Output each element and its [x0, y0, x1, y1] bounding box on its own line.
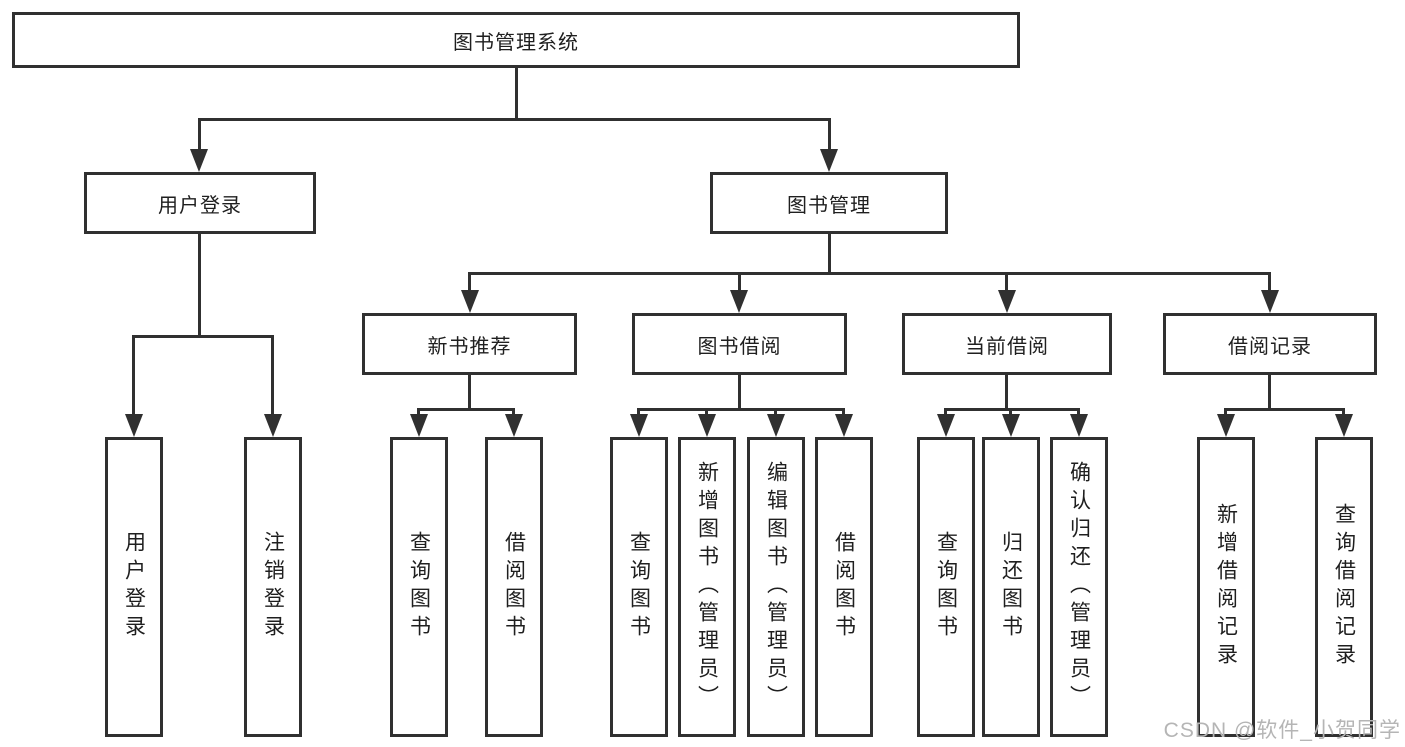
- leaf-borrow-books-recommendation: 借阅图书: [485, 437, 543, 737]
- leaf-label: 新增借阅记录: [1214, 503, 1238, 671]
- connector-stem: [512, 408, 515, 418]
- node-label: 当前借阅: [965, 335, 1049, 358]
- leaf-add-books-admin: 新增图书（管理员）: [678, 437, 736, 737]
- leaf-return-books: 归还图书: [982, 437, 1040, 737]
- arrow-down-icon: [1217, 414, 1235, 437]
- node-new-book-recommendation: 新书推荐: [362, 313, 577, 375]
- arrow-down-icon: [998, 290, 1016, 313]
- connector-stem: [1224, 408, 1227, 418]
- connector-stem: [1268, 272, 1271, 292]
- connector-stem: [468, 375, 471, 408]
- connector-bar: [944, 408, 1080, 411]
- connector-stem: [1342, 408, 1345, 418]
- arrow-down-icon: [190, 149, 208, 172]
- connector-stem: [1005, 272, 1008, 292]
- leaf-label: 查询图书: [407, 531, 431, 643]
- connector-stem: [774, 408, 777, 418]
- node-user-login: 用户登录: [84, 172, 316, 234]
- arrow-down-icon: [264, 414, 282, 437]
- arrow-down-icon: [410, 414, 428, 437]
- leaf-label: 借阅图书: [832, 531, 856, 643]
- arrow-down-icon: [1002, 414, 1020, 437]
- leaf-label: 新增图书（管理员）: [695, 461, 719, 713]
- node-label: 图书管理系统: [453, 31, 579, 54]
- arrow-down-icon: [698, 414, 716, 437]
- leaf-query-books-current: 查询图书: [917, 437, 975, 737]
- leaf-label: 查询借阅记录: [1332, 503, 1356, 671]
- leaf-borrow-books-borrowing: 借阅图书: [815, 437, 873, 737]
- connector-level2-bar: [198, 118, 831, 121]
- connector-stem: [705, 408, 708, 418]
- arrow-down-icon: [835, 414, 853, 437]
- connector-bar: [637, 408, 845, 411]
- leaf-query-borrowing-record: 查询借阅记录: [1315, 437, 1373, 737]
- node-book-borrowing: 图书借阅: [632, 313, 847, 375]
- connector-stem: [468, 272, 471, 292]
- leaf-logout: 注销登录: [244, 437, 302, 737]
- node-label: 借阅记录: [1228, 335, 1312, 358]
- node-borrowing-records: 借阅记录: [1163, 313, 1377, 375]
- node-label: 图书借阅: [697, 335, 782, 358]
- arrow-down-icon: [730, 290, 748, 313]
- connector-book-mgmt-stem: [828, 234, 831, 272]
- connector-stem: [1005, 375, 1008, 408]
- leaf-label: 查询图书: [934, 531, 958, 643]
- connector-stem: [828, 118, 831, 152]
- arrow-down-icon: [937, 414, 955, 437]
- leaf-label: 查询图书: [627, 531, 651, 643]
- connector-stem: [842, 408, 845, 418]
- arrow-down-icon: [505, 414, 523, 437]
- connector-root-stem: [515, 68, 518, 118]
- leaf-query-books-recommendation: 查询图书: [390, 437, 448, 737]
- leaf-label: 用户登录: [122, 531, 146, 643]
- connector-stem: [637, 408, 640, 418]
- connector-stem: [1009, 408, 1012, 418]
- connector-stem: [271, 335, 274, 416]
- connector-stem: [738, 272, 741, 292]
- node-current-borrowing: 当前借阅: [902, 313, 1112, 375]
- arrow-down-icon: [1335, 414, 1353, 437]
- connector-stem: [417, 408, 420, 418]
- connector-user-login-stem: [198, 234, 201, 335]
- arrow-down-icon: [1070, 414, 1088, 437]
- arrow-down-icon: [767, 414, 785, 437]
- leaf-user-login: 用户登录: [105, 437, 163, 737]
- node-label: 图书管理: [787, 194, 871, 217]
- connector-stem: [132, 335, 135, 416]
- arrow-down-icon: [630, 414, 648, 437]
- connector-user-login-bar: [132, 335, 274, 338]
- arrow-down-icon: [125, 414, 143, 437]
- connector-bar: [1224, 408, 1345, 411]
- leaf-edit-books-admin: 编辑图书（管理员）: [747, 437, 805, 737]
- leaf-label: 归还图书: [999, 531, 1023, 643]
- leaf-label: 确认归还（管理员）: [1067, 461, 1091, 713]
- connector-stem: [198, 118, 201, 152]
- node-book-management: 图书管理: [710, 172, 948, 234]
- node-label: 用户登录: [158, 194, 242, 217]
- connector-level3-bar: [468, 272, 1271, 275]
- connector-bar: [417, 408, 515, 411]
- arrow-down-icon: [461, 290, 479, 313]
- connector-stem: [1077, 408, 1080, 418]
- node-label: 新书推荐: [427, 335, 512, 358]
- arrow-down-icon: [1261, 290, 1279, 313]
- node-library-management-system: 图书管理系统: [12, 12, 1020, 68]
- connector-stem: [944, 408, 947, 418]
- leaf-label: 借阅图书: [502, 531, 526, 643]
- leaf-add-borrowing-record: 新增借阅记录: [1197, 437, 1255, 737]
- leaf-label: 编辑图书（管理员）: [764, 461, 788, 713]
- leaf-query-books-borrowing: 查询图书: [610, 437, 668, 737]
- arrow-down-icon: [820, 149, 838, 172]
- connector-stem: [738, 375, 741, 408]
- csdn-watermark: CSDN @软件_小贺同学: [1163, 719, 1401, 742]
- connector-stem: [1268, 375, 1271, 408]
- leaf-label: 注销登录: [261, 531, 285, 643]
- leaf-confirm-return-admin: 确认归还（管理员）: [1050, 437, 1108, 737]
